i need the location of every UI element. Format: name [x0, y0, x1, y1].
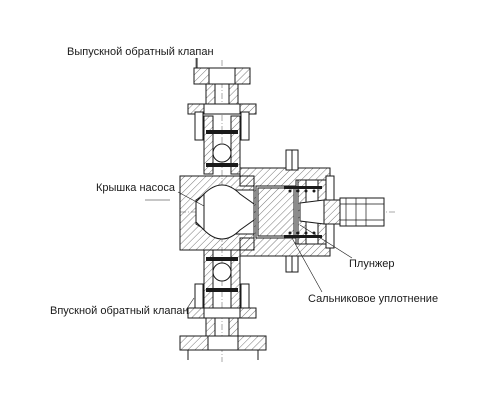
leader-lines	[145, 58, 353, 311]
plunger-label: Плунжер	[349, 258, 395, 270]
outlet-check-valve	[187, 58, 257, 175]
pump-body	[179, 149, 335, 273]
inlet-check-valve-label: Впускной обратный клапан	[50, 305, 189, 317]
gland-seal-label: Сальниковое уплотнение	[308, 293, 439, 305]
outlet-check-valve-label: Выпускной обратный клапан	[67, 46, 214, 58]
inlet-check-valve	[179, 249, 267, 360]
pump-cover-label: Крышка насоса	[96, 182, 176, 194]
plunger	[299, 197, 385, 227]
